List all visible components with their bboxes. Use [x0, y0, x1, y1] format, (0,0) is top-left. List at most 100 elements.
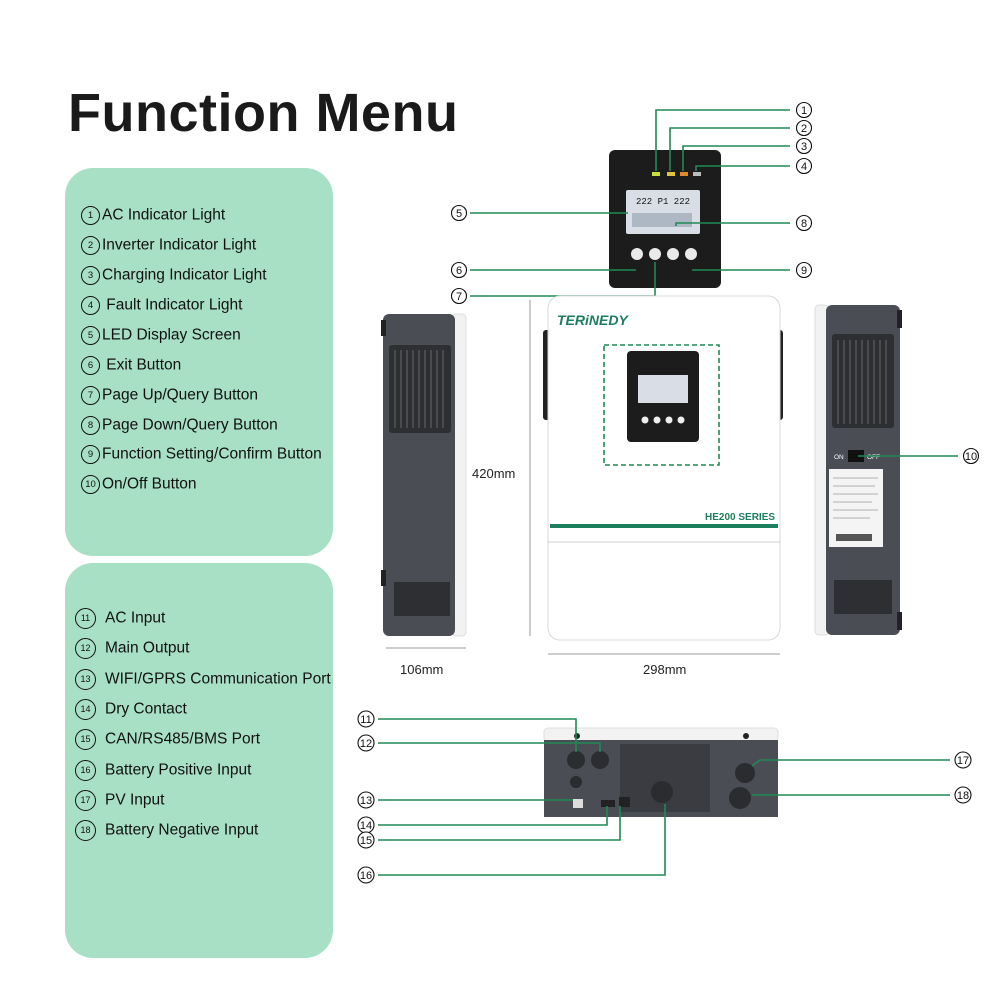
- page-title: Function Menu: [68, 83, 459, 143]
- down-button-icon: [667, 248, 679, 260]
- svg-text:13: 13: [360, 795, 372, 807]
- exit-button-icon: [631, 248, 643, 260]
- number-badge: 12: [75, 638, 96, 659]
- item-label: AC Input: [105, 609, 166, 627]
- item-label: Page Down/Query Button: [102, 416, 278, 434]
- inverter-led-icon: [667, 172, 675, 176]
- list-item: 18 Battery Negative Input: [75, 820, 258, 841]
- item-label: Battery Positive Input: [105, 761, 252, 779]
- svg-text:11: 11: [360, 714, 371, 726]
- item-label: AC Indicator Light: [102, 206, 226, 224]
- fault-led-icon: [693, 172, 701, 176]
- item-label: Exit Button: [102, 356, 182, 374]
- svg-text:12: 12: [360, 738, 372, 750]
- svg-text:2: 2: [801, 123, 807, 135]
- number-badge: 3: [81, 266, 100, 285]
- number-badge: 13: [75, 669, 96, 690]
- number-badge: 15: [75, 729, 96, 750]
- item-label: WIFI/GPRS Communication Port: [105, 670, 331, 688]
- list-item: 16 Battery Positive Input: [75, 760, 251, 781]
- list-item: 13 WIFI/GPRS Communication Port: [75, 669, 331, 690]
- number-badge: 10: [81, 475, 100, 494]
- svg-text:1: 1: [801, 105, 807, 117]
- list-item: 12 Main Output: [75, 638, 189, 659]
- svg-text:6: 6: [456, 265, 462, 277]
- item-label: Inverter Indicator Light: [102, 236, 257, 254]
- item-label: Battery Negative Input: [105, 821, 259, 839]
- svg-text:17: 17: [957, 755, 969, 767]
- list-item: 15 CAN/RS485/BMS Port: [75, 729, 260, 750]
- item-label: Main Output: [105, 639, 190, 657]
- callout-circles-top: [450, 101, 813, 305]
- item-label: Fault Indicator Light: [102, 296, 243, 314]
- svg-text:5: 5: [456, 208, 462, 220]
- power-switch-icon: [848, 450, 864, 462]
- bottom-ports-panel: 11 AC Input 12 Main Output 13 WIFI/GPRS Com…: [65, 563, 333, 958]
- bms-port-icon: [619, 797, 630, 807]
- item-label: Charging Indicator Light: [102, 266, 267, 284]
- list-item: 14 Dry Contact: [75, 699, 187, 720]
- number-badge: 9: [81, 445, 100, 464]
- callout-lines-top: [470, 109, 790, 297]
- callout-lines-bottom: [378, 718, 950, 876]
- number-badge: 14: [75, 699, 96, 720]
- number-badge: 4: [81, 296, 100, 315]
- svg-text:14: 14: [360, 820, 372, 832]
- item-label: LED Display Screen: [102, 326, 241, 344]
- left-side-view: [381, 313, 467, 637]
- svg-text:8: 8: [801, 218, 807, 230]
- list-item: 4 Fault Indicator Light: [81, 296, 242, 315]
- svg-text:3: 3: [801, 141, 807, 153]
- svg-text:4: 4: [801, 161, 807, 173]
- number-badge: 6: [81, 356, 100, 375]
- item-label: CAN/RS485/BMS Port: [105, 730, 261, 748]
- number-badge: 18: [75, 820, 96, 841]
- bottom-view: [543, 727, 779, 817]
- height-dimension-label: 420mm: [472, 466, 516, 481]
- ac-led-icon: [652, 172, 660, 176]
- item-label: Dry Contact: [105, 700, 187, 718]
- switch-off-label: OFF: [867, 454, 880, 461]
- depth-dimension-label: 106mm: [400, 662, 444, 677]
- wifi-port-icon: [573, 799, 583, 808]
- svg-text:16: 16: [360, 870, 372, 882]
- svg-text:18: 18: [957, 790, 969, 802]
- number-badge: 16: [75, 760, 96, 781]
- svg-text:10: 10: [965, 451, 977, 463]
- list-item: 11 AC Input: [75, 608, 165, 629]
- number-badge: 2: [81, 236, 100, 255]
- control-panel-closeup: 222 P1 222: [609, 150, 721, 288]
- width-dimension-label: 298mm: [643, 662, 687, 677]
- brand-logo: TERiNEDY: [557, 312, 629, 328]
- dry-contact-icon: [601, 800, 615, 807]
- switch-on-label: ON: [834, 454, 844, 461]
- svg-text:15: 15: [360, 835, 372, 847]
- callout-numbers-top: 1 2 3 4 5 6 7 8 9: [456, 105, 807, 303]
- up-button-icon: [649, 248, 661, 260]
- number-badge: 1: [81, 206, 100, 225]
- list-item: 6 Exit Button: [81, 356, 181, 375]
- number-badge: 7: [81, 386, 100, 405]
- number-badge: 5: [81, 326, 100, 345]
- front-view: TERiNEDY HE200 SERIES: [543, 295, 783, 641]
- lcd-display-text: 222 P1 222: [636, 197, 690, 207]
- item-label: Page Up/Query Button: [102, 386, 258, 404]
- item-label: On/Off Button: [102, 475, 197, 493]
- number-badge: 17: [75, 790, 96, 811]
- number-badge: 11: [75, 608, 96, 629]
- charging-led-icon: [680, 172, 688, 176]
- callout-numbers-bottom: 11 12 13 14 15 16 17 18: [360, 714, 969, 882]
- callout-circles-bottom: [357, 710, 972, 884]
- series-label: HE200 SERIES: [705, 512, 775, 523]
- svg-text:7: 7: [456, 291, 462, 303]
